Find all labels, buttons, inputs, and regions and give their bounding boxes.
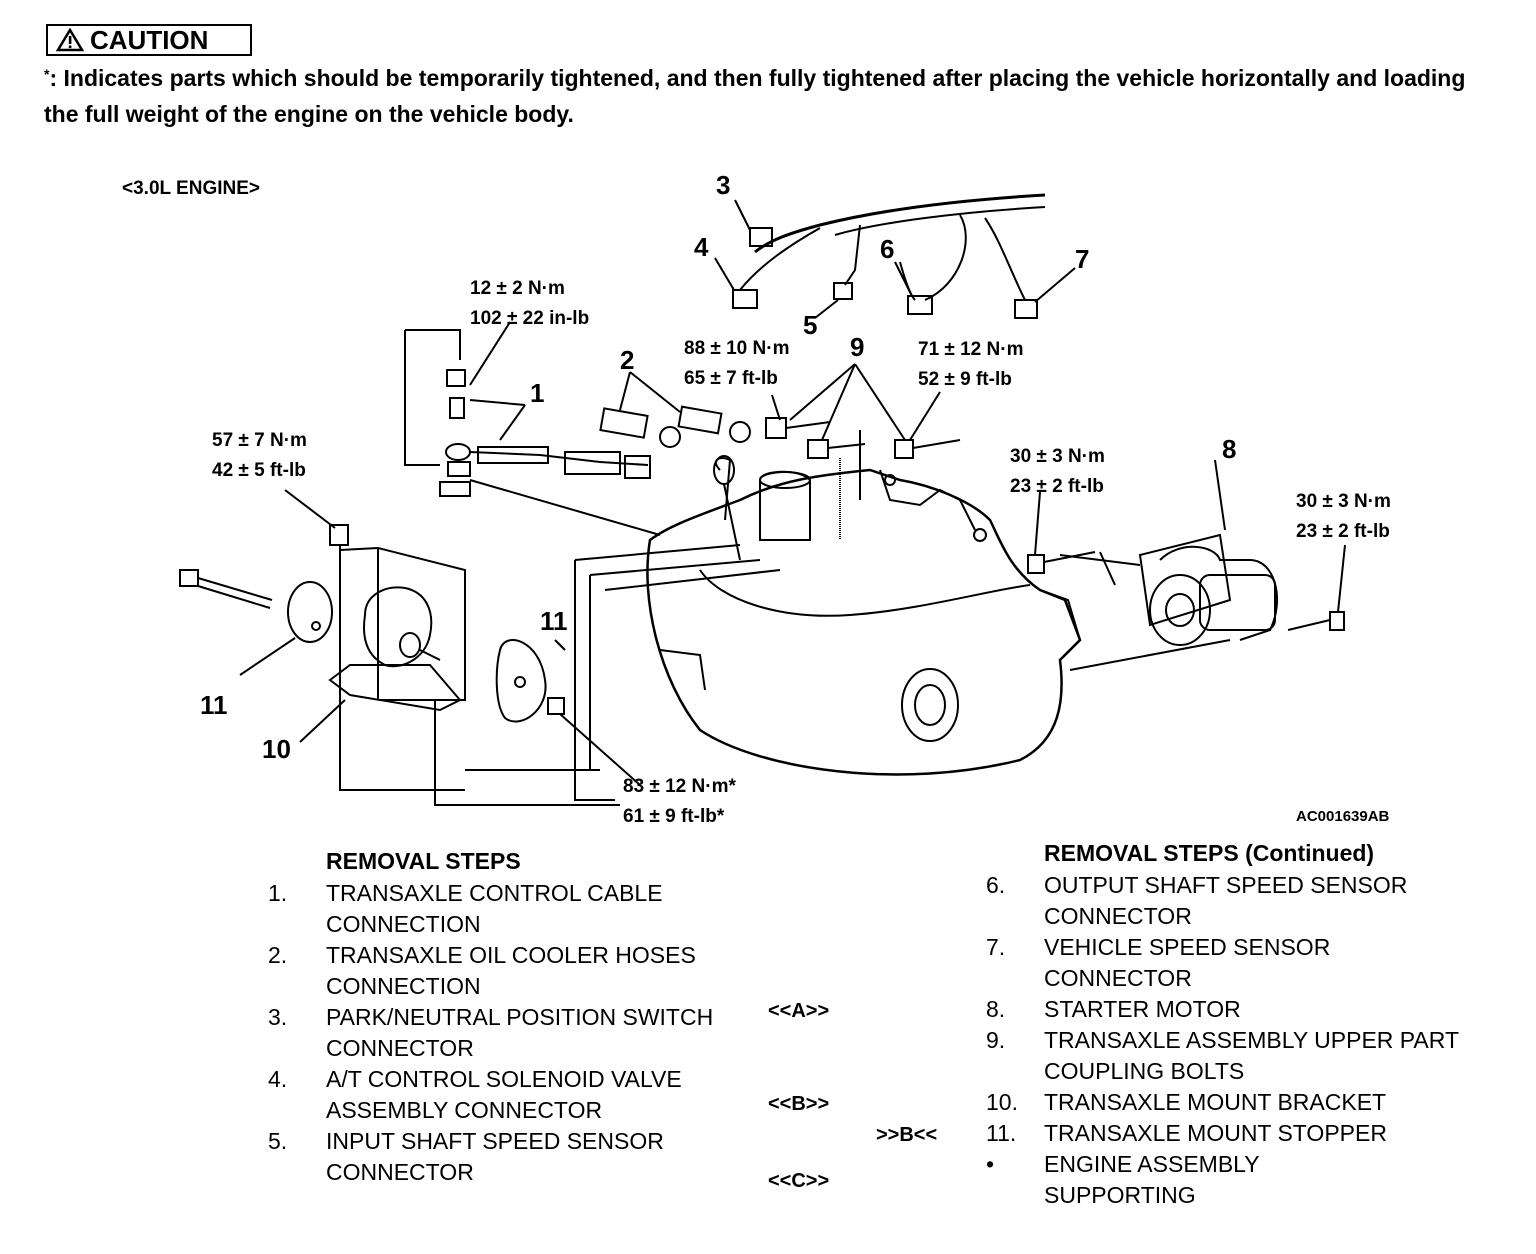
torque-spec-bracket-nut: 57 ± 7 N·m 42 ± 5 ft-lb	[212, 430, 307, 481]
mount-bracket	[284, 489, 620, 806]
tag-c: <<C>>	[768, 1170, 830, 1192]
wiring-harness	[714, 193, 1076, 319]
tag-b: <<B>>	[768, 1093, 830, 1115]
starter-motor	[1059, 459, 1279, 671]
right-stopper	[495, 544, 781, 801]
engine-label: <3.0L ENGINE>	[122, 178, 260, 199]
step-item: •ENGINE ASSEMBLY SUPPORTING	[986, 1151, 1260, 1208]
callout-6: 6	[880, 234, 895, 264]
caution-label: CAUTION	[90, 25, 209, 55]
tag-a: <<A>>	[768, 1000, 830, 1022]
caution-box: CAUTION	[46, 24, 252, 56]
step-item: 7.VEHICLE SPEED SENSOR CONNECTOR	[986, 934, 1331, 991]
step-item: 1.TRANSAXLE CONTROL CABLE CONNECTION	[268, 880, 663, 937]
callout-11-right: 11	[540, 606, 568, 636]
torque-spec-starter-bolt-upper: 30 ± 3 N·m 23 ± 2 ft-lb	[1010, 446, 1105, 497]
callout-9: 9	[850, 332, 865, 362]
step-item: 8.STARTER MOTOR	[986, 996, 1241, 1022]
upper-bolts	[765, 363, 961, 540]
transaxle-body	[646, 457, 1082, 776]
step-item: 11.TRANSAXLE MOUNT STOPPER	[986, 1120, 1387, 1146]
removal-steps-left: 1.TRANSAXLE CONTROL CABLE CONNECTION 2.T…	[268, 878, 756, 1188]
torque-spec-starter-bolt-lower: 30 ± 3 N·m 23 ± 2 ft-lb	[1296, 491, 1391, 542]
step-item: 3.PARK/NEUTRAL POSITION SWITCH CONNECTOR	[268, 1004, 714, 1061]
caution-note: *: Indicates parts which should be tempo…	[44, 60, 1504, 132]
caution-note-text: : Indicates parts which should be tempor…	[44, 65, 1466, 127]
step-item: 5.INPUT SHAFT SPEED SENSOR CONNECTOR	[268, 1128, 664, 1185]
callout-5: 5	[803, 310, 818, 340]
callout-3: 3	[716, 170, 731, 200]
step-item: 2.TRANSAXLE OIL COOLER HOSES CONNECTION	[268, 942, 696, 999]
torque-spec-upper-bolt-left: 88 ± 10 N·m 65 ± 7 ft-lb	[684, 338, 790, 389]
dipstick	[713, 455, 741, 561]
removal-steps-title: REMOVAL STEPS	[326, 848, 521, 874]
callout-2: 2	[620, 345, 635, 375]
oil-cooler-hoses	[599, 371, 751, 448]
callout-4: 4	[694, 232, 709, 262]
warning-triangle-icon	[56, 28, 84, 52]
asterisk-marker: *	[44, 66, 50, 82]
step-item: 4.A/T CONTROL SOLENOID VALVE ASSEMBLY CO…	[268, 1066, 682, 1123]
callout-8: 8	[1222, 434, 1237, 464]
step-item: 9.TRANSAXLE ASSEMBLY UPPER PART COUPLING…	[986, 1027, 1459, 1084]
left-bolt-stopper	[179, 569, 333, 676]
removal-steps-right: 6.OUTPUT SHAFT SPEED SENSOR CONNECTOR 7.…	[986, 870, 1464, 1211]
tag-b-install: >>B<<	[876, 1124, 938, 1146]
callout-10: 10	[262, 734, 291, 764]
callout-11-left: 11	[200, 690, 228, 720]
callout-1: 1	[530, 378, 545, 408]
step-item: 10.TRANSAXLE MOUNT BRACKET	[986, 1089, 1387, 1115]
starter-bolts	[1027, 491, 1346, 631]
step-item: 6.OUTPUT SHAFT SPEED SENSOR CONNECTOR	[986, 872, 1408, 929]
control-cable	[404, 321, 661, 536]
torque-spec-mount-nut: 83 ± 12 N·m* 61 ± 9 ft-lb*	[623, 776, 736, 827]
callout-7: 7	[1075, 244, 1090, 274]
torque-spec-cable-nut: 12 ± 2 N·m 102 ± 22 in-lb	[470, 278, 590, 329]
figure-code: AC001639AB	[1296, 808, 1390, 825]
removal-steps-continued-title: REMOVAL STEPS (Continued)	[1044, 840, 1375, 866]
torque-spec-upper-bolt-right: 71 ± 12 N·m 52 ± 9 ft-lb	[918, 339, 1024, 390]
